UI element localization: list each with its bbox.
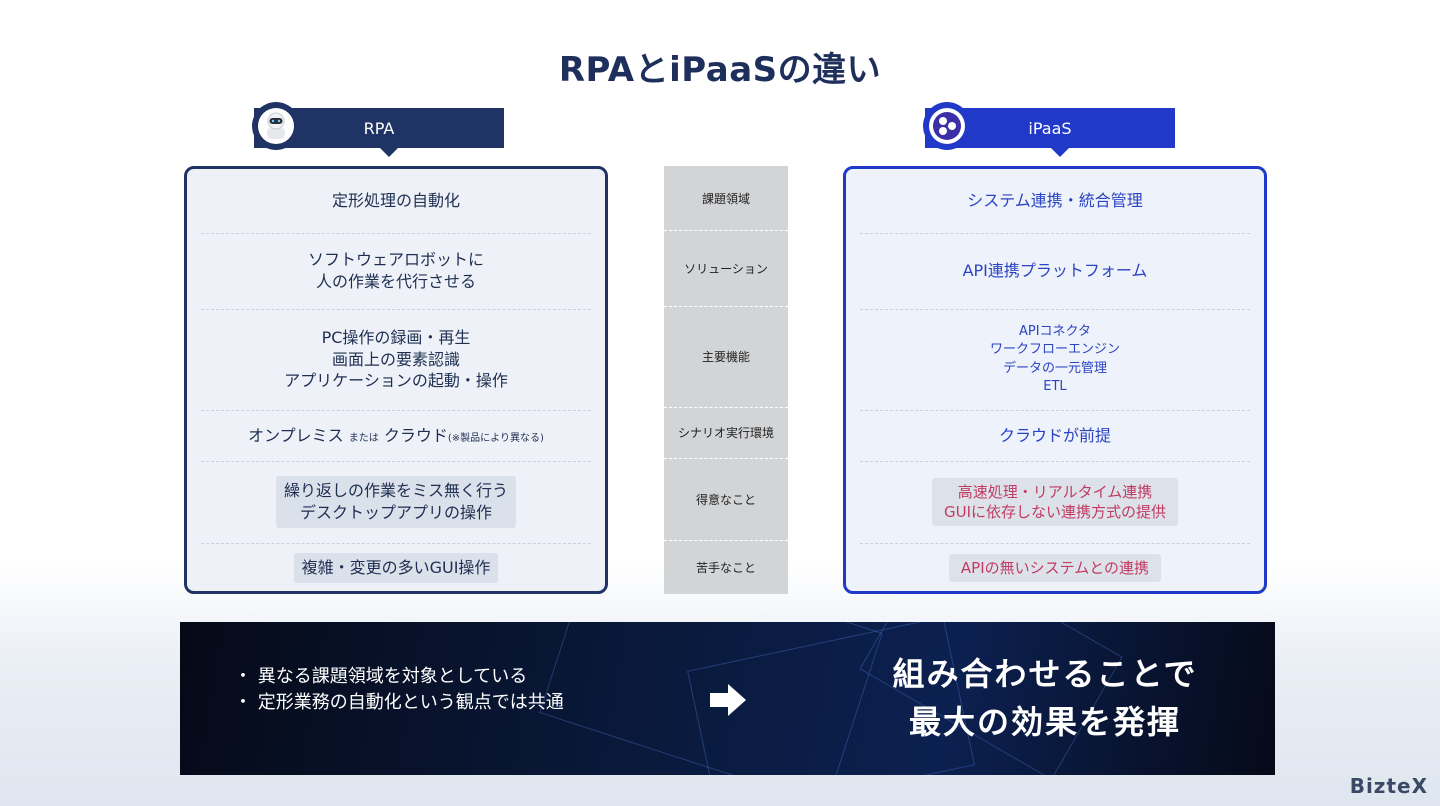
category-problem-domain: 課題領域 xyxy=(664,166,788,231)
company-logo: BizteX xyxy=(1349,774,1428,798)
summary-banner: 異なる課題領域を対象としている 定形業務の自動化という観点では共通 組み合わせる… xyxy=(180,622,1275,775)
summary-message: 組み合わせることで 最大の効果を発揮 xyxy=(892,655,1198,741)
ipaas-execution-environment: クラウドが前提 xyxy=(860,410,1250,462)
category-execution-environment: シナリオ実行環境 xyxy=(664,407,788,459)
rpa-problem-domain: 定形処理の自動化 xyxy=(201,169,591,234)
category-weaknesses: 苦手なこと xyxy=(695,560,756,575)
rpa-strengths: 繰り返しの作業をミス無く行う デスクトップアプリの操作 xyxy=(201,461,591,544)
ipaas-header: iPaaS xyxy=(923,102,1175,157)
ipaas-header-pointer xyxy=(1051,148,1069,157)
rpa-execution-environment: オンプレミス または クラウド(※製品により異なる) xyxy=(201,410,591,462)
ipaas-weaknesses: APIの無いシステムとの連携 xyxy=(860,543,1250,593)
arrow-right-icon xyxy=(708,682,748,722)
rpa-panel: 定形処理の自動化 ソフトウェアロボットに 人の作業を代行させる PC操作の録画・… xyxy=(184,166,608,594)
integration-icon xyxy=(923,102,971,150)
summary-point: 定形業務の自動化という観点では共通 xyxy=(234,690,564,716)
robot-icon xyxy=(252,102,300,150)
rpa-weaknesses: 複雑・変更の多いGUI操作 xyxy=(201,543,591,593)
summary-points: 異なる課題領域を対象としている 定形業務の自動化という観点では共通 xyxy=(234,664,564,716)
rpa-strengths-chip: 繰り返しの作業をミス無く行う デスクトップアプリの操作 xyxy=(275,476,516,528)
ipaas-solution: API連携プラットフォーム xyxy=(860,233,1250,310)
category-strengths: 得意なこと xyxy=(664,458,788,541)
ipaas-strengths: 高速処理・リアルタイム連携 GUIに依存しない連携方式の提供 xyxy=(860,461,1250,544)
ipaas-problem-domain: システム連携・統合管理 xyxy=(860,169,1250,234)
category-main-functions: 主要機能 xyxy=(664,306,788,408)
rpa-header-pointer xyxy=(380,148,398,157)
rpa-solution: ソフトウェアロボットに 人の作業を代行させる xyxy=(201,233,591,310)
rpa-main-functions: PC操作の録画・再生 画面上の要素認識 アプリケーションの起動・操作 xyxy=(201,309,591,411)
ipaas-strengths-chip: 高速処理・リアルタイム連携 GUIに依存しない連携方式の提供 xyxy=(931,477,1179,527)
ipaas-main-functions: APIコネクタ ワークフローエンジン データの一元管理 ETL xyxy=(860,309,1250,411)
ipaas-header-label: iPaaS xyxy=(1028,118,1072,138)
rpa-header-label: RPA xyxy=(363,118,395,138)
summary-point: 異なる課題領域を対象としている xyxy=(234,664,564,690)
category-solution: ソリューション xyxy=(664,230,788,307)
page-title: RPAとiPaaSの違い xyxy=(558,50,882,90)
rpa-header: RPA xyxy=(252,102,504,157)
category-column: 課題領域 ソリューション 主要機能 シナリオ実行環境 得意なこと 苦手なこと xyxy=(664,166,788,594)
ipaas-panel: システム連携・統合管理 API連携プラットフォーム APIコネクタ ワークフロー… xyxy=(843,166,1267,594)
